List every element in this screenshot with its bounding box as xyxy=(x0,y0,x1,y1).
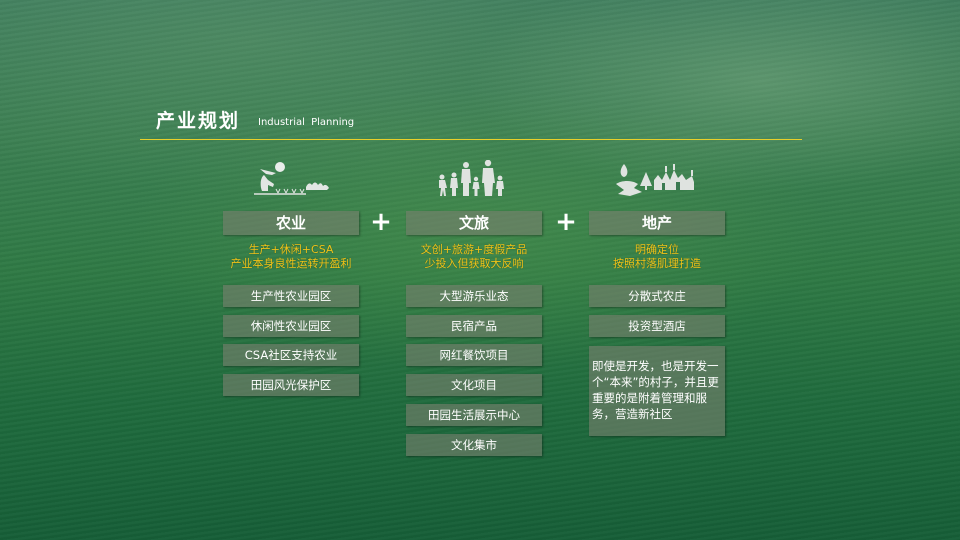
list-item: CSA社区支持农业 xyxy=(223,344,359,366)
subtitle-line: 按照村落肌理打造 xyxy=(613,257,701,270)
category-subtitle: 文创+旅游+度假产品 少投入但获取大反响 xyxy=(396,243,552,271)
list-item: 民宿产品 xyxy=(406,315,542,337)
list-item: 分散式农庄 xyxy=(589,285,725,307)
list-item: 网红餐饮项目 xyxy=(406,344,542,366)
subtitle-line: 文创+旅游+度假产品 xyxy=(420,243,528,256)
category-heading: 文旅 xyxy=(406,211,542,235)
category-subtitle: 明确定位 按照村落肌理打造 xyxy=(579,243,735,271)
description-note: 即使是开发，也是开发一个“本来”的村子，并且更重要的是附着管理和服务，营造新社区 xyxy=(589,346,725,436)
page-title: 产业规划 xyxy=(156,110,241,132)
farmer-sun-icon xyxy=(223,160,359,200)
list-item: 文化集市 xyxy=(406,434,542,456)
subtitle-line: 明确定位 xyxy=(635,243,679,256)
village-icon xyxy=(589,160,725,200)
list-item: 文化项目 xyxy=(406,374,542,396)
list-item: 投资型酒店 xyxy=(589,315,725,337)
subtitle-line: 产业本身良性运转开盈利 xyxy=(230,257,352,270)
subtitle-line: 生产+休闲+CSA xyxy=(248,243,334,256)
page-subtitle-en: Industrial Planning xyxy=(258,117,355,128)
category-subtitle: 生产+休闲+CSA 产业本身良性运转开盈利 xyxy=(213,243,369,271)
family-icon xyxy=(406,160,542,200)
category-heading: 农业 xyxy=(223,211,359,235)
subtitle-line: 少投入但获取大反响 xyxy=(424,257,524,270)
title-divider xyxy=(140,139,802,140)
list-item: 生产性农业园区 xyxy=(223,285,359,307)
category-heading: 地产 xyxy=(589,211,725,235)
list-item: 休闲性农业园区 xyxy=(223,315,359,337)
list-item: 田园风光保护区 xyxy=(223,374,359,396)
plus-icon: + xyxy=(555,207,577,237)
list-item: 大型游乐业态 xyxy=(406,285,542,307)
plus-icon: + xyxy=(370,207,392,237)
list-item: 田园生活展示中心 xyxy=(406,404,542,426)
